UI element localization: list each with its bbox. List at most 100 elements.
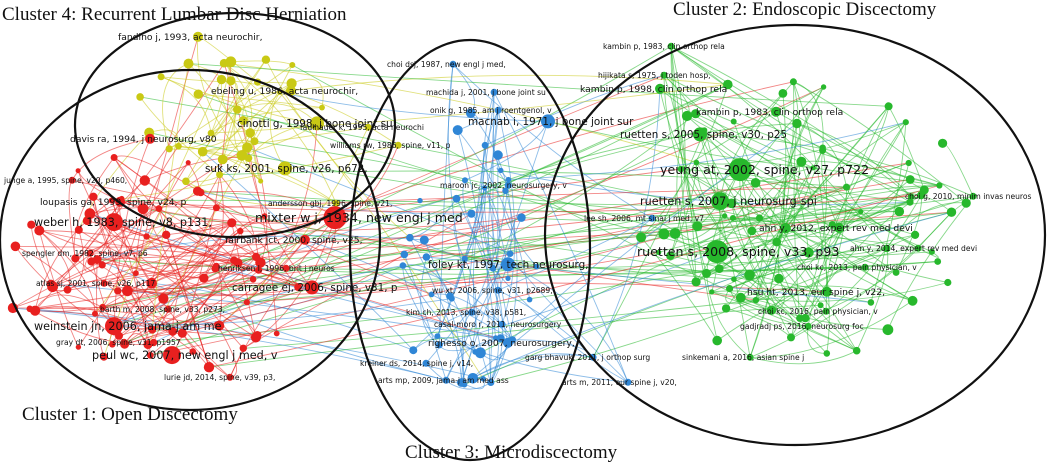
unlabeled-node bbox=[71, 254, 80, 263]
citation-link bbox=[729, 288, 809, 327]
unlabeled-node bbox=[193, 89, 203, 99]
network-node[interactable]: yeung at, 2002, spine, v27, p722 bbox=[660, 158, 869, 182]
node-dot bbox=[332, 199, 340, 207]
node-dot bbox=[193, 31, 203, 42]
network-node[interactable]: henriksen l, 1996, brit j neuros bbox=[218, 264, 335, 273]
network-node[interactable]: choi g, 2010, minim invas neuros bbox=[905, 192, 1032, 201]
citation-link bbox=[35, 310, 173, 332]
network-node[interactable]: foley kt, 1997, tech neurosurg, bbox=[428, 257, 589, 272]
network-node[interactable]: wu xt, 2006, spine, v31, p2689, bbox=[432, 286, 553, 295]
network-node[interactable]: spengler dm, 1982, spine, v7, p6 bbox=[22, 249, 148, 258]
network-node[interactable]: weber h, 1983, spine, v8, p131, bbox=[34, 213, 212, 232]
node-dot bbox=[660, 71, 668, 79]
network-node[interactable]: garg bhavuk, 2011, j orthop surg bbox=[525, 353, 650, 362]
unlabeled-node bbox=[666, 251, 675, 260]
citation-link bbox=[158, 208, 216, 269]
network-node[interactable]: hijikata s, 1975, j toden hosp, bbox=[598, 71, 711, 80]
network-node[interactable]: maroon jc, 2002, neurosurgery, v bbox=[440, 181, 567, 190]
network-node[interactable]: macnab i, 1971, j bone joint sur bbox=[468, 114, 634, 129]
unlabeled-node bbox=[294, 283, 302, 292]
network-node[interactable]: junge a, 1995, spine, v20, p460, bbox=[3, 176, 127, 185]
unlabeled-node bbox=[417, 197, 423, 204]
network-node[interactable]: machida j, 2001, j bone joint su bbox=[426, 88, 546, 97]
citation-link bbox=[243, 213, 472, 349]
network-node[interactable]: kambin p, 1983, clin orthop rela bbox=[696, 106, 843, 118]
citation-link bbox=[111, 199, 900, 212]
network-node[interactable]: ruetten s, 2005, spine, v30, p25 bbox=[620, 127, 787, 142]
network-node[interactable]: faulhauer k, 1995, acta neurochi bbox=[300, 123, 424, 132]
network-node[interactable]: peul wc, 2007, new engl j med, v bbox=[92, 346, 278, 365]
network-node[interactable]: hsu ht, 2013, eur spine j, v22, bbox=[747, 286, 885, 298]
network-node[interactable]: kreiner ds, 2014, spine j, v14, bbox=[360, 359, 473, 368]
unlabeled-node bbox=[906, 198, 914, 206]
network-node[interactable]: fairbank jct, 2000, spine, v25, bbox=[225, 234, 363, 246]
network-node[interactable]: fandino j, 1993, acta neurochir, bbox=[118, 31, 263, 43]
node-label: weinstein jn, 2006, jama-j am me bbox=[34, 320, 222, 333]
network-node[interactable]: choi kc, 2013, pain physician, v bbox=[797, 263, 917, 272]
unlabeled-node bbox=[506, 250, 514, 257]
network-node[interactable]: weinstein jn, 2006, jama-j am me bbox=[34, 317, 222, 336]
network-node[interactable]: kambin p, 1983, clin orthop rela bbox=[603, 42, 725, 51]
unlabeled-node bbox=[843, 183, 850, 191]
unlabeled-node bbox=[177, 328, 187, 338]
network-node[interactable]: casal-moro r, 2011, neurosurgery bbox=[434, 320, 562, 329]
network-node[interactable]: righesso o, 2007, neurosurgery, bbox=[428, 337, 575, 349]
node-dot bbox=[693, 127, 707, 142]
citation-link bbox=[670, 182, 757, 257]
network-node[interactable]: carragee ej, 2006, spine, v31, p bbox=[232, 280, 398, 295]
network-node[interactable]: choi kc, 2016, pain physician, v bbox=[758, 307, 878, 316]
network-node[interactable]: lee sh, 2006, mt sinai j med, v7 bbox=[584, 214, 704, 223]
node-dot bbox=[145, 133, 155, 144]
network-node[interactable]: ahn y, 2014, expert rev med devi bbox=[850, 244, 977, 253]
node-label: kambin p, 1983, clin orthop rela bbox=[603, 42, 725, 51]
citation-link bbox=[200, 192, 472, 215]
unlabeled-node bbox=[729, 215, 736, 221]
citation-link bbox=[703, 130, 858, 351]
citation-link bbox=[34, 294, 103, 311]
citation-link bbox=[695, 230, 753, 283]
node-label: lee sh, 2006, mt sinai j med, v7 bbox=[584, 214, 704, 223]
network-node[interactable]: ruetten s, 2008, spine, v33, p93 bbox=[637, 240, 839, 264]
unlabeled-node bbox=[917, 191, 926, 200]
network-node[interactable]: mixter w j, 1934, new engl j med bbox=[255, 206, 463, 230]
network-node[interactable]: onik g, 1985, am j roentgenol, v bbox=[430, 106, 552, 115]
citation-link bbox=[162, 63, 189, 149]
citation-link bbox=[719, 211, 900, 270]
citation-link bbox=[215, 266, 257, 338]
network-node[interactable]: kambin p, 1998, clin orthop rela bbox=[580, 83, 727, 95]
unlabeled-node bbox=[487, 378, 495, 386]
unlabeled-node bbox=[409, 346, 418, 355]
network-node[interactable]: choi dsj, 1987, new engl j med, bbox=[387, 60, 506, 69]
network-node[interactable]: barth m, 2008, spine, v33, p273, bbox=[100, 305, 225, 314]
network-node[interactable]: gray dt, 2006, spine, v31, p1957 bbox=[56, 338, 181, 347]
citation-link bbox=[438, 64, 454, 345]
network-node[interactable]: atlas sj, 2001, spine, v26, p117 bbox=[36, 279, 155, 288]
network-node[interactable]: gadjradj ps, 2016, neurosurg foc bbox=[740, 322, 864, 331]
network-node[interactable]: ruetten s, 2007, j neurosurg-spi bbox=[640, 192, 817, 211]
network-node[interactable]: andersson gbj, 1996, spine, v21, bbox=[268, 199, 392, 208]
citation-link bbox=[202, 126, 369, 153]
network-node[interactable]: arts m, 2011, eur spine j, v20, bbox=[562, 378, 677, 387]
network-node[interactable]: davis ra, 1994, j neurosurg, v80 bbox=[70, 133, 217, 145]
network-node[interactable]: cinotti g, 1998, j bone joint su bbox=[237, 116, 393, 131]
network-node[interactable]: arts mp, 2009, jama-j am med ass bbox=[378, 376, 509, 385]
network-node[interactable]: kim ch, 2013, spine, v38, p581, bbox=[406, 308, 526, 317]
citation-link bbox=[740, 297, 888, 331]
citation-link bbox=[124, 269, 259, 345]
citation-link bbox=[484, 123, 797, 189]
network-node[interactable]: ahn y, 2012, expert rev med devi bbox=[759, 222, 913, 234]
network-node[interactable]: sinkemani a, 2016, asian spine j bbox=[682, 353, 804, 362]
citation-link bbox=[188, 63, 251, 133]
node-dot bbox=[394, 141, 402, 149]
unlabeled-node bbox=[239, 344, 247, 352]
citation-link bbox=[409, 237, 462, 383]
network-node[interactable]: williams rw, 1986, spine, v11, p bbox=[330, 141, 451, 150]
citation-link bbox=[402, 265, 476, 353]
unlabeled-node bbox=[122, 285, 133, 297]
node-label: peul wc, 2007, new engl j med, v bbox=[92, 349, 278, 362]
node-label: cinotti g, 1998, j bone joint su bbox=[237, 118, 393, 130]
citation-link bbox=[807, 326, 827, 354]
network-node[interactable]: suk ks, 2001, spine, v26, p672, bbox=[205, 161, 368, 176]
network-node[interactable]: lurie jd, 2014, spine, v39, p3, bbox=[164, 373, 275, 382]
citation-link bbox=[725, 106, 889, 309]
